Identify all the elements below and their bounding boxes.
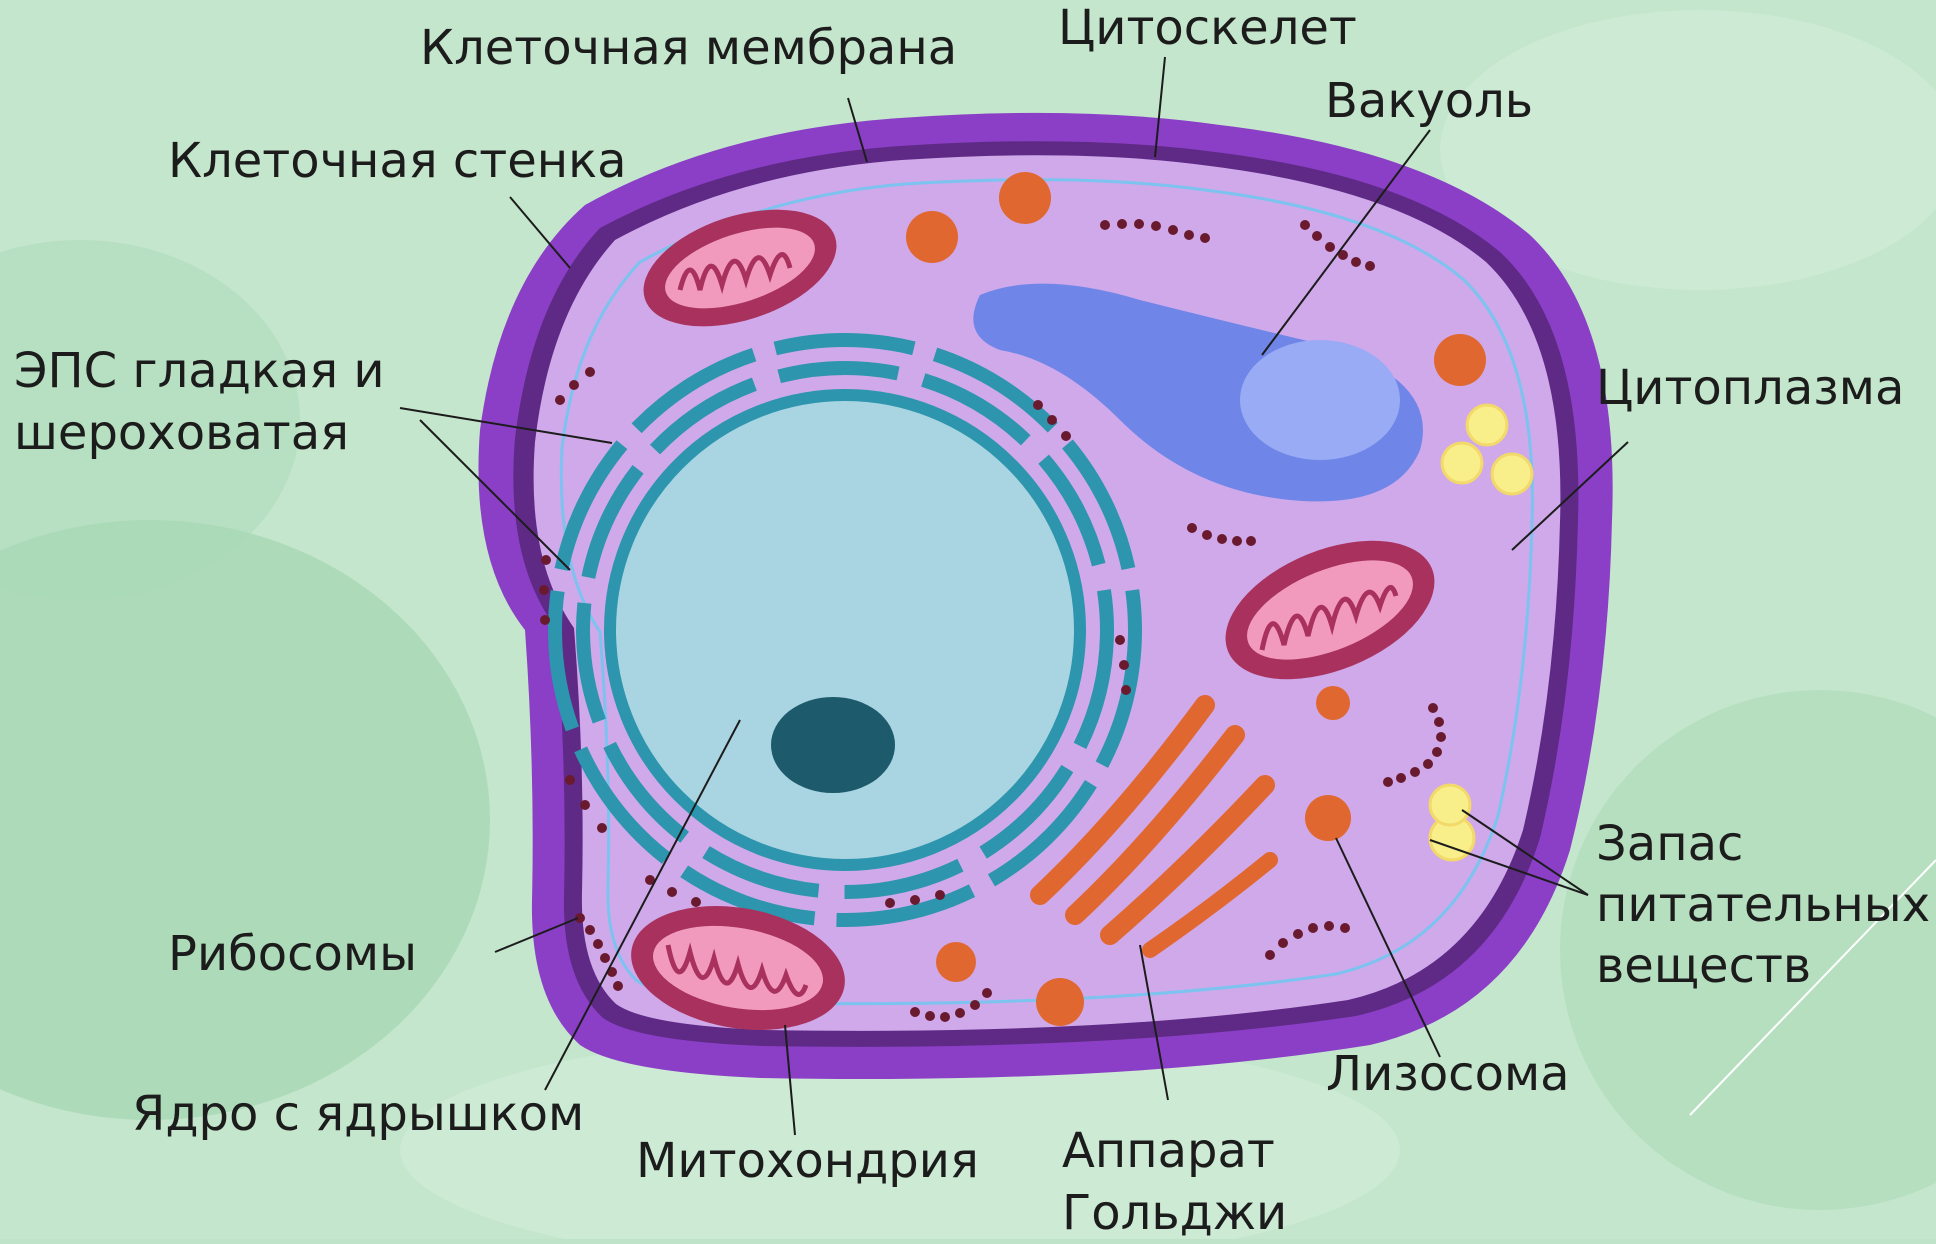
label-cell-membrane: Клеточная мембрана — [420, 22, 957, 75]
label-golgi: Аппарат Гольджи — [1062, 1120, 1287, 1244]
label-lysosome: Лизосома — [1326, 1048, 1570, 1101]
label-cytoplasm: Цитоплазма — [1596, 362, 1904, 415]
label-er: ЭПС гладкая и шероховатая — [14, 340, 385, 464]
label-nutrients: Запас питательных веществ — [1596, 814, 1930, 997]
label-cell-wall: Клеточная стенка — [168, 135, 627, 188]
nucleus — [555, 340, 1135, 920]
vacuole-highlight — [1240, 340, 1400, 460]
label-cytoskeleton: Цитоскелет — [1058, 2, 1357, 55]
nucleolus — [771, 697, 895, 793]
label-mitochondria: Митохондрия — [636, 1135, 979, 1188]
label-vacuole: Вакуоль — [1325, 75, 1533, 128]
label-ribosomes: Рибосомы — [168, 928, 417, 981]
label-nucleus: Ядро с ядрышком — [132, 1088, 584, 1141]
